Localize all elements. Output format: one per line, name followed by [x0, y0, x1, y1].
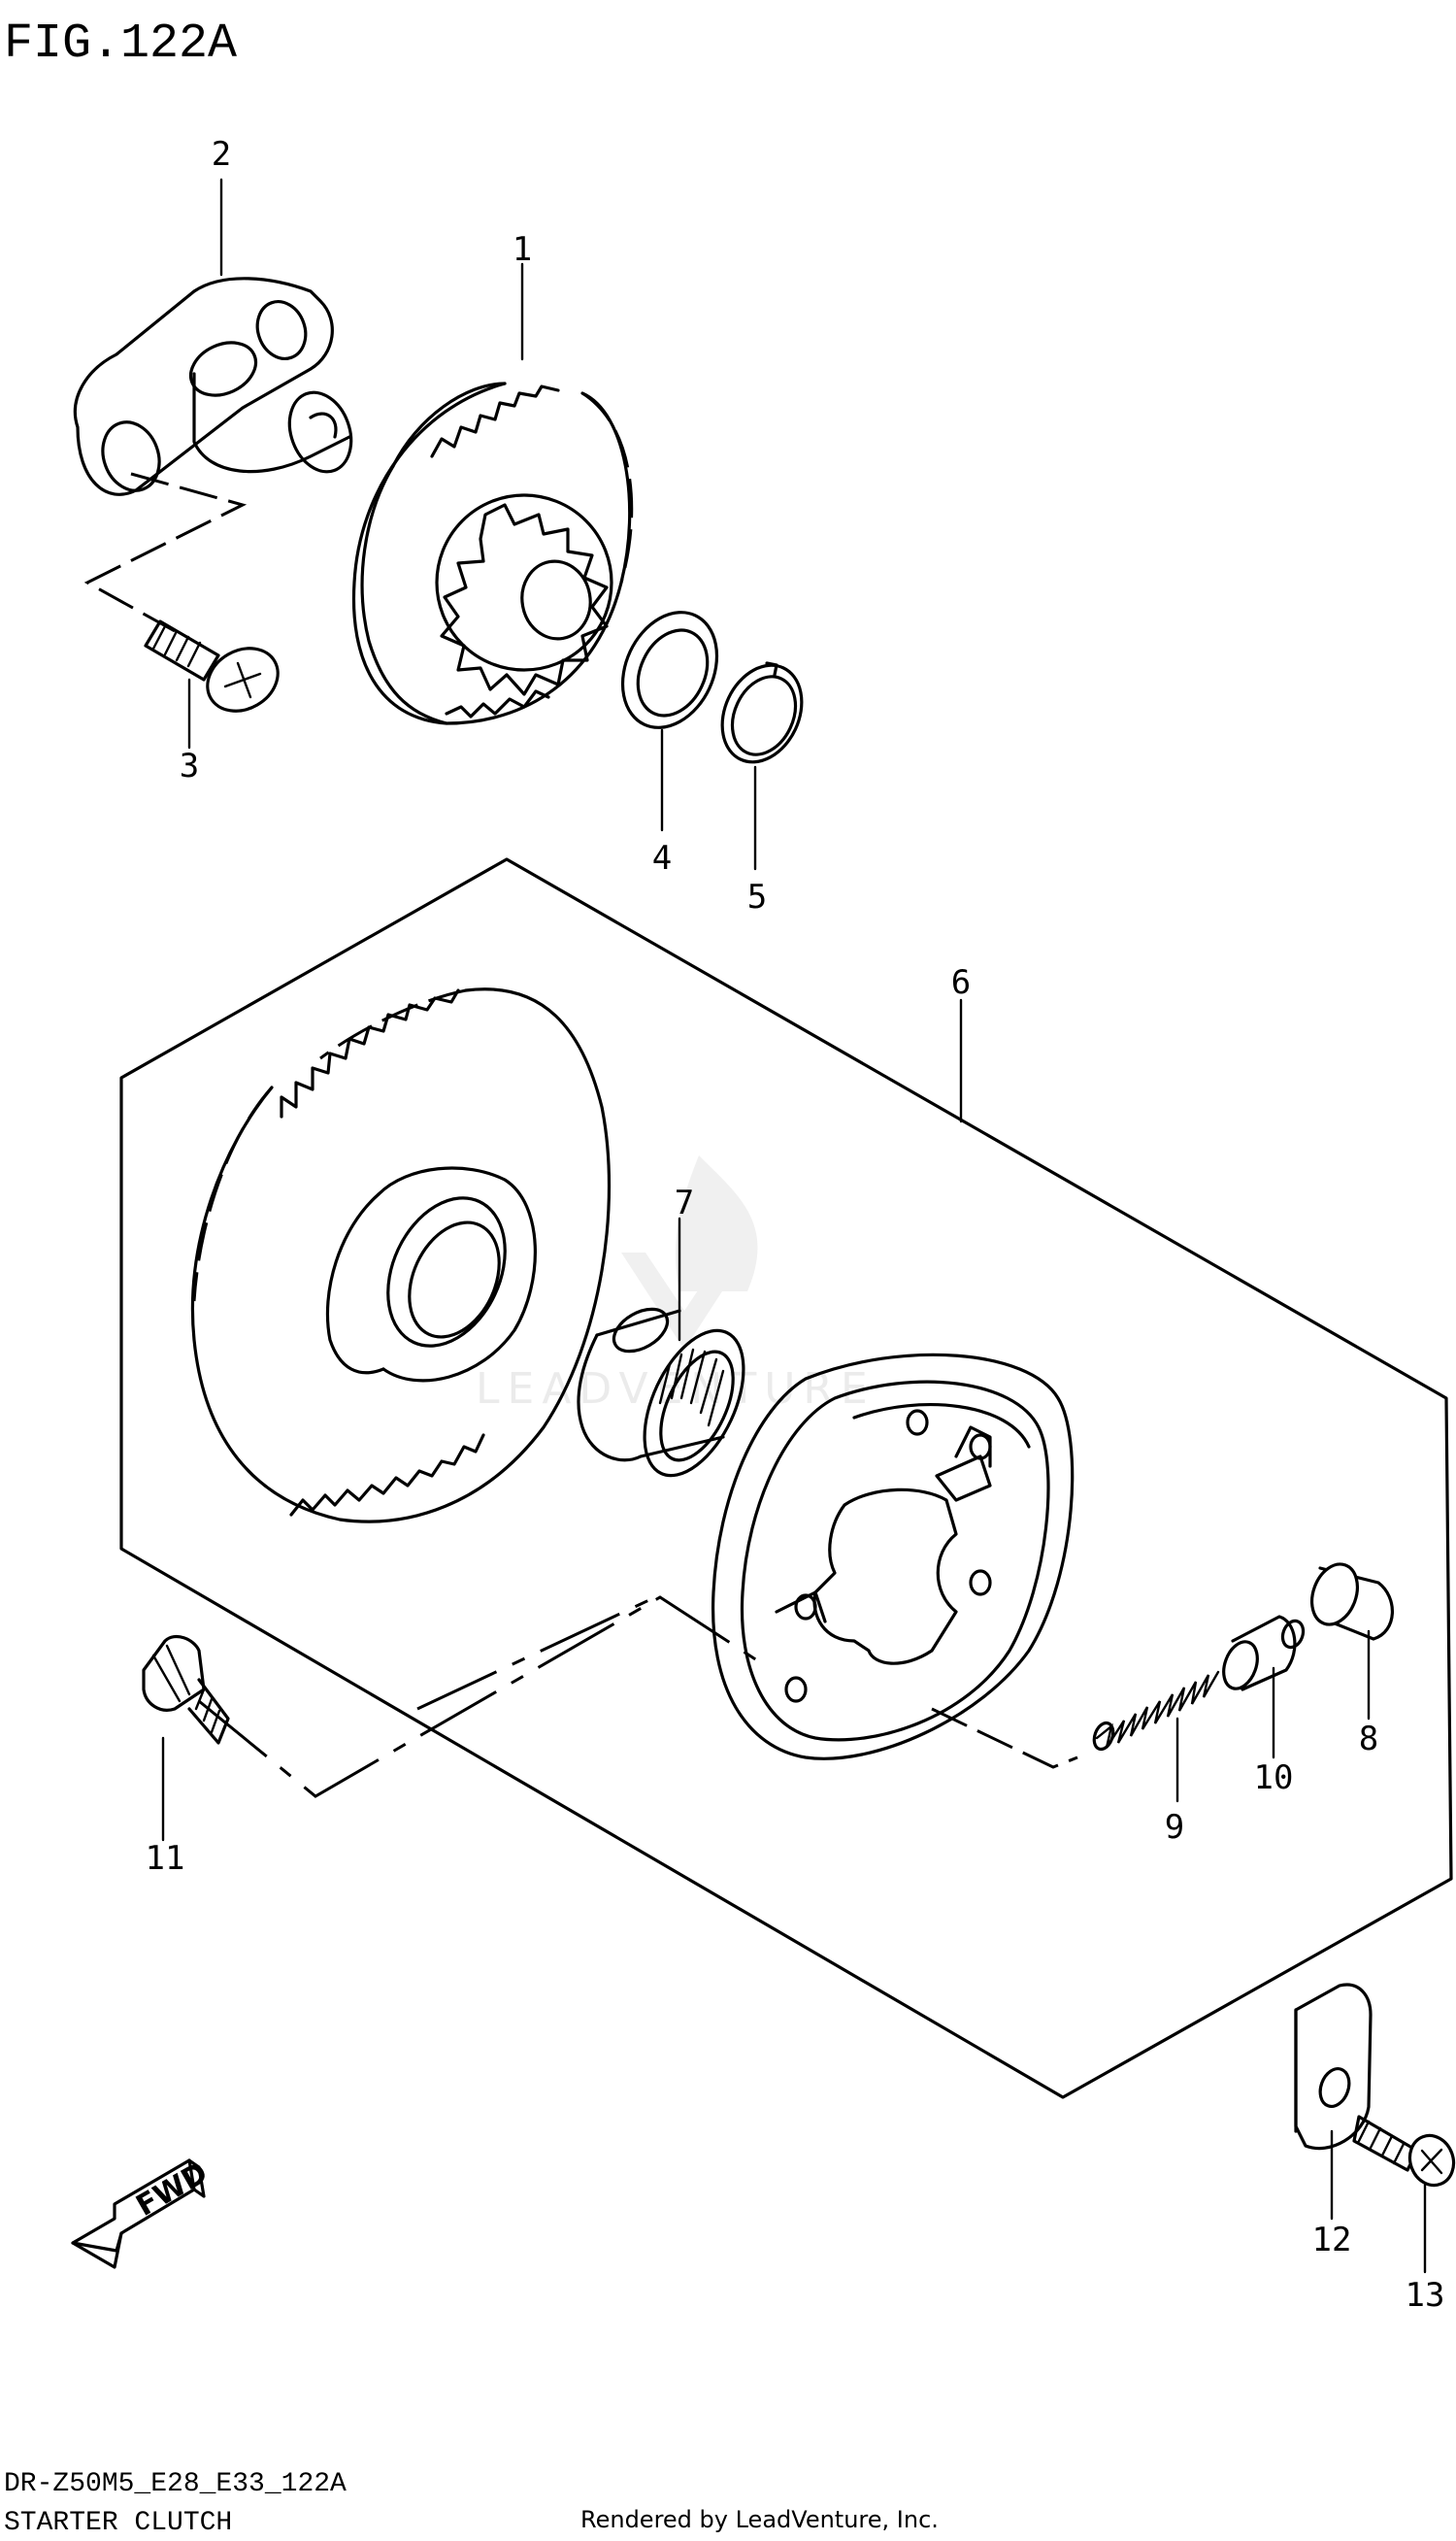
- model-code: DR-Z50M5_E28_E33_122A: [4, 2469, 347, 2499]
- part-13-screw: [1352, 2115, 1456, 2188]
- callout-8: 8: [1359, 1720, 1378, 1758]
- callout-labels: 1 2 3 4 5 6 7 8 9 10 11 12 13: [146, 135, 1445, 2315]
- part-2-shaft-bracket: [73, 277, 353, 496]
- leader-lines: [161, 178, 1427, 2274]
- callout-12: 12: [1312, 2221, 1352, 2259]
- part-9-spring: [1092, 1670, 1220, 1752]
- callout-4: 4: [652, 839, 672, 878]
- callout-3: 3: [180, 747, 199, 786]
- watermark-logo: LEADVENTURE: [476, 1155, 876, 1414]
- callout-13: 13: [1406, 2276, 1445, 2315]
- callout-1: 1: [513, 230, 532, 269]
- part-11-bolt: [142, 1635, 230, 1745]
- part-6-assembly-frame: [119, 857, 1453, 2099]
- callout-2: 2: [212, 135, 231, 174]
- watermark-text: LEADVENTURE: [476, 1364, 876, 1414]
- rendered-by-credit: Rendered by LeadVenture, Inc.: [580, 2506, 939, 2533]
- fwd-label: FWD: [131, 2156, 214, 2223]
- part-10-plunger: [1222, 1615, 1306, 1691]
- part-4-washer: [620, 611, 719, 729]
- part-5-circlip: [720, 661, 804, 764]
- callout-9: 9: [1165, 1808, 1184, 1847]
- callout-7: 7: [675, 1184, 694, 1222]
- section-name: STARTER CLUTCH: [4, 2508, 232, 2538]
- part-6-clutch-housing: [711, 1353, 1075, 1760]
- part-1-gear: [351, 382, 634, 725]
- part-3-screw: [144, 619, 280, 713]
- part-8-roller: [1310, 1562, 1394, 1641]
- part-6-starter-gear: [190, 987, 612, 1523]
- fwd-direction-arrow: FWD: [71, 2156, 214, 2269]
- callout-6: 6: [951, 963, 971, 1002]
- callout-10: 10: [1254, 1758, 1294, 1797]
- callout-5: 5: [747, 878, 767, 917]
- figure-title: FIG.122A: [4, 17, 237, 72]
- callout-11: 11: [146, 1839, 185, 1878]
- part-12-bracket-plate: [1294, 1983, 1373, 2151]
- part-7-needle-bearing: [577, 1307, 745, 1478]
